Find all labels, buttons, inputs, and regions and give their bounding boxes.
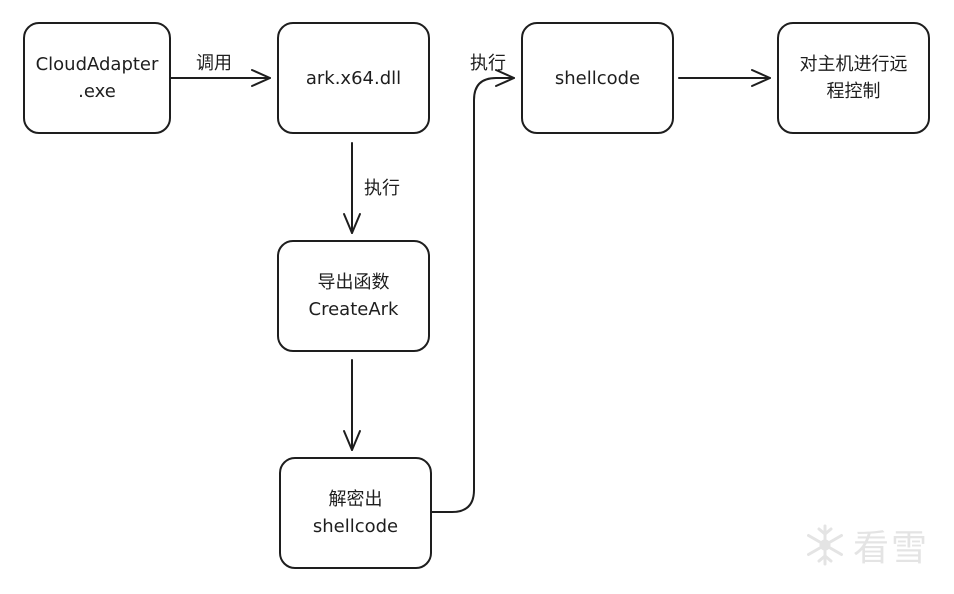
- edge-shellcode-to-remote: [678, 69, 771, 87]
- node-cloudadapter-line1: CloudAdapter: [35, 54, 159, 75]
- node-cloudadapter-line2: .exe: [78, 81, 116, 102]
- edge-exec-down: [343, 142, 361, 234]
- node-shellcode: shellcode: [521, 22, 674, 134]
- node-ark-dll: ark.x64.dll: [277, 22, 430, 134]
- node-export-function-line1: 导出函数: [317, 272, 390, 293]
- snowflake-icon: [807, 524, 843, 566]
- edge-label-call: 调用: [196, 53, 232, 74]
- node-remote-control: 对主机进行远 程控制: [777, 22, 930, 134]
- edge-label-exec-down: 执行: [364, 178, 400, 199]
- node-cloudadapter-exe: CloudAdapter .exe: [23, 22, 171, 134]
- edge-exec-up: [431, 69, 515, 513]
- node-export-function-line2: CreateArk: [308, 299, 399, 320]
- watermark-text: 看雪: [853, 528, 930, 569]
- watermark: 看雪: [803, 519, 929, 571]
- node-remote-line2: 程控制: [826, 81, 881, 102]
- node-decrypt-shellcode: 解密出 shellcode: [279, 457, 432, 569]
- node-export-function: 导出函数 CreateArk: [277, 240, 430, 352]
- node-shellcode-label: shellcode: [554, 67, 641, 89]
- edge-label-exec-up: 执行: [470, 53, 506, 74]
- node-ark-dll-label: ark.x64.dll: [305, 67, 402, 89]
- edge-call: [170, 69, 271, 87]
- node-remote-line1: 对主机进行远: [799, 54, 908, 75]
- edge-export-to-decrypt: [343, 359, 361, 451]
- node-decrypt-line1: 解密出: [328, 489, 383, 510]
- node-decrypt-line2: shellcode: [312, 516, 399, 537]
